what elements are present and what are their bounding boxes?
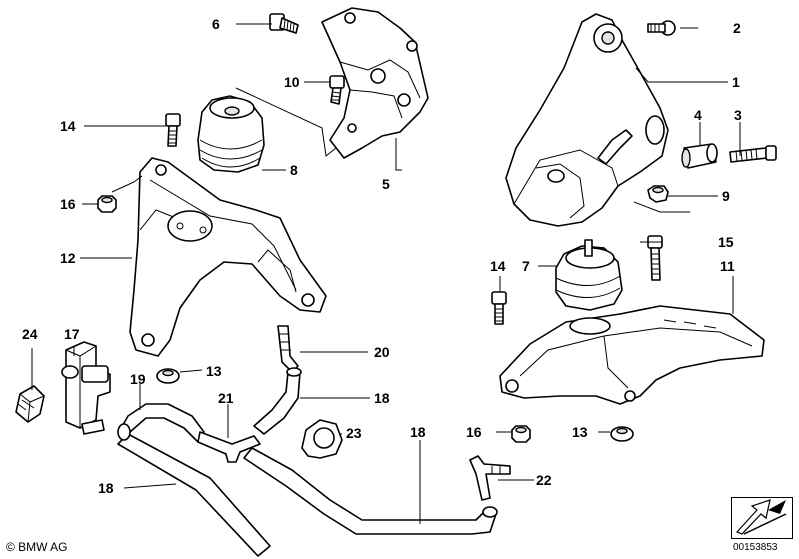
hose-part-18-upper[interactable] <box>253 367 302 435</box>
nut-part-16-right[interactable] <box>511 425 531 443</box>
label-6: 6 <box>212 16 220 32</box>
label-19: 19 <box>130 371 146 387</box>
bolt-part-15[interactable] <box>647 235 663 281</box>
t-connector-part-21[interactable] <box>197 431 261 463</box>
label-14-right: 14 <box>490 258 506 274</box>
label-10: 10 <box>284 74 300 90</box>
fitting-part-20[interactable] <box>277 325 299 373</box>
bolt-part-14-right[interactable] <box>491 291 507 325</box>
orientation-box <box>731 497 793 539</box>
bracket-part-11[interactable] <box>499 305 765 405</box>
label-7: 7 <box>522 258 530 274</box>
nut-part-9[interactable] <box>647 185 669 203</box>
bracket-part-5[interactable] <box>321 7 429 159</box>
label-17: 17 <box>64 326 80 342</box>
label-4: 4 <box>694 107 702 123</box>
bolt-part-3[interactable] <box>729 145 777 163</box>
engine-mount-part-8[interactable] <box>197 95 265 173</box>
copyright-text: © BMW AG <box>6 540 68 554</box>
connector-part-22[interactable] <box>469 455 511 501</box>
clamp-part-23[interactable] <box>301 419 343 459</box>
direction-arrow-icon <box>735 499 787 535</box>
catalog-number: 00153853 <box>733 542 778 553</box>
bracket-part-12[interactable] <box>129 157 327 357</box>
label-5: 5 <box>382 176 390 192</box>
label-13-left: 13 <box>206 363 222 379</box>
label-20: 20 <box>374 344 390 360</box>
label-22: 22 <box>536 472 552 488</box>
solenoid-valve-part-17[interactable] <box>61 341 111 435</box>
grommet-part-13-right[interactable] <box>610 426 634 442</box>
label-2: 2 <box>733 20 741 36</box>
label-9: 9 <box>722 188 730 204</box>
label-13-right: 13 <box>572 424 588 440</box>
hose-part-18-lower[interactable] <box>117 433 271 557</box>
clip-part-24[interactable] <box>15 385 45 423</box>
label-14-left: 14 <box>60 118 76 134</box>
grommet-part-13-left[interactable] <box>156 368 180 384</box>
bolt-part-14-left[interactable] <box>165 113 181 147</box>
label-16-right: 16 <box>466 424 482 440</box>
bolt-part-10[interactable] <box>329 75 345 105</box>
sleeve-part-4[interactable] <box>681 143 718 169</box>
label-18-center: 18 <box>410 424 426 440</box>
label-16-left: 16 <box>60 196 76 212</box>
engine-mount-part-7[interactable] <box>555 239 623 311</box>
bolt-part-2[interactable] <box>647 20 676 36</box>
bolt-part-6[interactable] <box>269 13 299 34</box>
label-12: 12 <box>60 250 76 266</box>
label-1: 1 <box>732 74 740 90</box>
label-3: 3 <box>734 107 742 123</box>
label-15: 15 <box>718 234 734 250</box>
label-18-right: 18 <box>374 390 390 406</box>
hose-part-18-center[interactable] <box>243 447 498 535</box>
nut-part-16-left[interactable] <box>97 195 117 213</box>
part-labels: 6 2 1 10 14 4 3 8 5 16 9 15 12 7 14 11 2… <box>22 16 742 496</box>
label-11: 11 <box>720 258 735 274</box>
bracket-part-1[interactable] <box>505 13 669 227</box>
label-23: 23 <box>346 425 362 441</box>
label-21: 21 <box>218 390 234 406</box>
label-8: 8 <box>290 162 298 178</box>
label-24: 24 <box>22 326 38 342</box>
label-18-left: 18 <box>98 480 114 496</box>
leader-lines <box>31 23 741 524</box>
